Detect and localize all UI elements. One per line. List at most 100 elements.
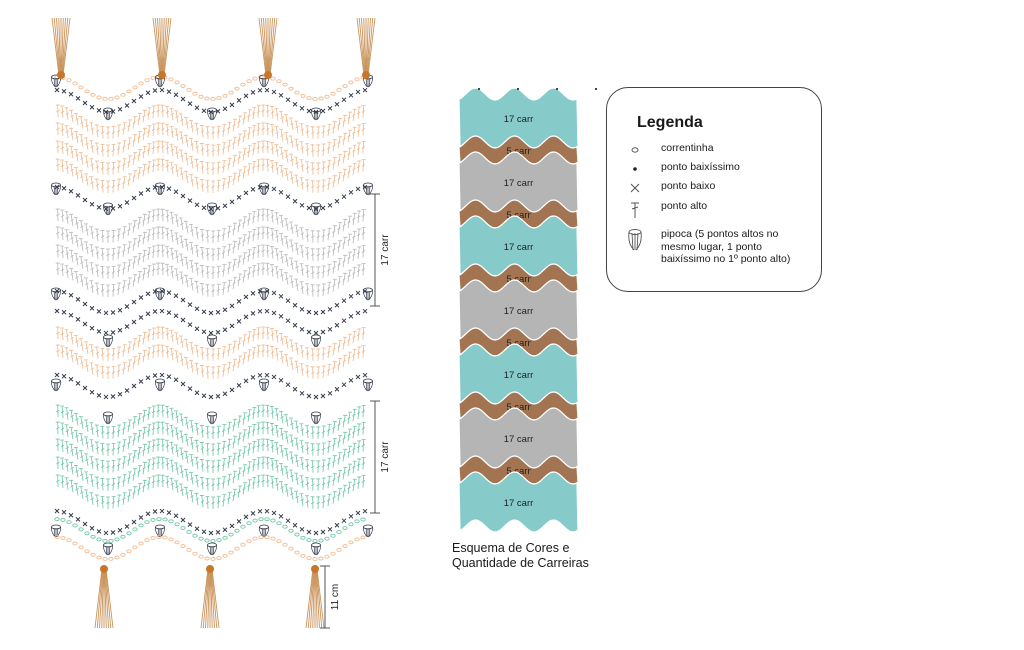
popcorn-stitch-icon [625, 228, 645, 251]
tassel [51, 17, 71, 79]
popcorn-stitch [103, 411, 113, 425]
legend-item-single-crochet: ponto baixo [625, 180, 715, 200]
dimension-label-17-carr-lower: 17 carr [380, 441, 391, 473]
crochet-stitch-chart [51, 74, 373, 561]
scheme-stripe-label: 17 carr [504, 370, 534, 381]
chart-row-popcorn [103, 334, 321, 348]
scheme-caption-line-1: Esquema de Cores e [452, 541, 570, 555]
legend-label-single-crochet: ponto baixo [661, 180, 716, 192]
popcorn-stitch [51, 524, 61, 538]
popcorn-stitch [103, 542, 113, 556]
scheme-stripe-label: 5 carr [506, 402, 530, 413]
legend-label-slip-stitch: ponto baixíssimo [661, 161, 740, 173]
scheme-stripe-label: 5 carr [506, 466, 530, 477]
scheme-stripe-label: 17 carr [504, 434, 534, 445]
legend-label-chain: correntinha [661, 142, 714, 154]
scheme-stripe-label: 5 carr [506, 146, 530, 157]
chart-row-double-crochet [55, 122, 366, 157]
legend-panel: Legenda correntinha ponto baixíssimo pon… [606, 87, 822, 292]
dimension-label-17-carr-upper: 17 carr [380, 234, 391, 266]
chart-row-single-crochet [54, 87, 368, 115]
chart-row-single-crochet [54, 308, 368, 336]
tassels [51, 17, 376, 629]
chart-row-single-crochet [54, 372, 368, 400]
legend-item-chain: correntinha [625, 142, 714, 162]
chart-row-double-crochet [55, 262, 366, 297]
chart-row-popcorn [51, 378, 373, 392]
tassel-knot [57, 71, 65, 79]
popcorn-stitch [155, 182, 165, 196]
popcorn-stitch [103, 107, 113, 121]
scheme-caption-line-2: Quantidade de Carreiras [452, 556, 589, 570]
tassel-knot [311, 565, 319, 573]
chart-row-double-crochet [55, 244, 366, 279]
popcorn-stitch [155, 524, 165, 538]
popcorn-stitch [207, 107, 217, 121]
popcorn-stitch [363, 378, 373, 392]
legend-item-slip-stitch: ponto baixíssimo [625, 161, 740, 181]
popcorn-stitch [311, 542, 321, 556]
color-scheme-strip: 17 carr 5 carr 17 carr 5 carr 17 carr 5 carr 1… [458, 87, 598, 533]
chart-row-chain [54, 75, 366, 101]
scheme-stripe-label: 17 carr [504, 306, 534, 317]
popcorn-stitch [311, 202, 321, 216]
popcorn-stitch [51, 182, 61, 196]
popcorn-stitch [363, 524, 373, 538]
scheme-stripe-label: 17 carr [504, 178, 534, 189]
single-crochet-icon [625, 180, 645, 200]
tassel [258, 17, 278, 79]
popcorn-stitch [155, 287, 165, 301]
chart-row-double-crochet [55, 140, 366, 175]
chart-row-popcorn [51, 287, 373, 301]
scheme-stripe-label: 5 carr [506, 338, 530, 349]
popcorn-stitch [51, 287, 61, 301]
tassel [94, 565, 114, 629]
tassel-knot [158, 71, 166, 79]
tassel [152, 17, 172, 79]
popcorn-stitch [51, 378, 61, 392]
popcorn-stitch [207, 334, 217, 348]
popcorn-stitch [259, 524, 269, 538]
popcorn-stitch [155, 378, 165, 392]
tassel-knot [362, 71, 370, 79]
tassel [200, 565, 220, 629]
legend-label-double-crochet: ponto alto [661, 200, 708, 212]
legend-item-popcorn: pipoca (5 pontos altos no mesmo lugar, 1… [625, 228, 790, 266]
chart-row-single-crochet [54, 184, 368, 212]
chart-row-double-crochet [55, 344, 366, 379]
popcorn-stitch [103, 202, 113, 216]
chart-row-double-crochet [55, 226, 366, 261]
chart-row-popcorn [51, 524, 373, 538]
tassel [356, 17, 376, 79]
chart-row-popcorn [103, 542, 321, 556]
chart-row-popcorn [103, 411, 321, 425]
chart-row-double-crochet [55, 421, 366, 456]
popcorn-stitch [259, 378, 269, 392]
legend-item-double-crochet: ponto alto [625, 200, 707, 220]
chart-row-double-crochet [55, 438, 366, 473]
tassel-knot [100, 565, 108, 573]
tassel-knot [264, 71, 272, 79]
dimension-markers: 17 carr 17 carr 11 cm [320, 193, 391, 629]
chart-row-popcorn [51, 182, 373, 196]
chart-row-double-crochet [55, 456, 366, 491]
chart-row-popcorn [103, 202, 321, 216]
popcorn-stitch [311, 107, 321, 121]
tassel [305, 565, 325, 629]
chart-row-chain [54, 535, 366, 561]
scheme-stripe-label: 17 carr [504, 114, 534, 125]
dimension-label-11-cm: 11 cm [330, 584, 341, 611]
scheme-stripe-label: 5 carr [506, 274, 530, 285]
chart-row-single-crochet [54, 288, 368, 316]
popcorn-stitch [311, 411, 321, 425]
chain-stitch-icon [625, 142, 645, 162]
chart-row-popcorn [51, 74, 373, 88]
chart-row-double-crochet [55, 158, 366, 193]
scheme-caption: Esquema de Cores e Quantidade de Carreir… [452, 541, 589, 571]
popcorn-stitch [363, 287, 373, 301]
scheme-stripe-label: 17 carr [504, 498, 534, 509]
popcorn-stitch [207, 411, 217, 425]
tassel-knot [206, 565, 214, 573]
popcorn-stitch [363, 182, 373, 196]
